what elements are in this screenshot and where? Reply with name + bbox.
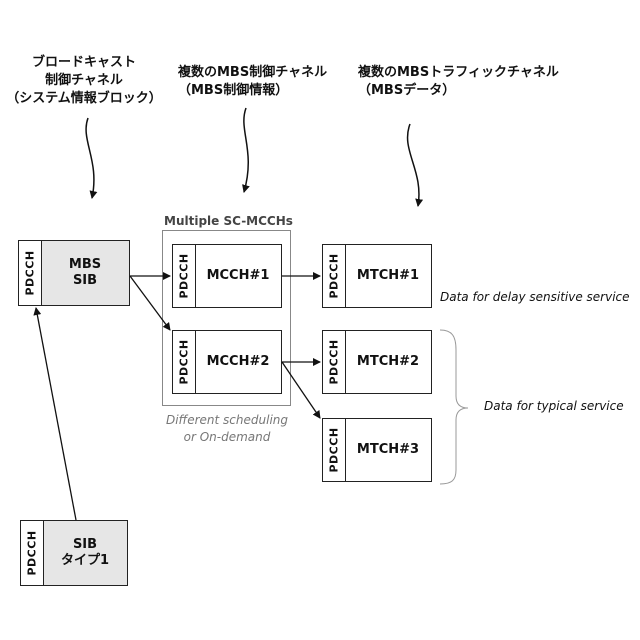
typical-service-bracket [440, 330, 468, 484]
arrow-mcch2-to-mtch3 [282, 362, 320, 418]
mbs-control-pointer-arrow [244, 108, 248, 192]
arrow-mbs-sib-to-mcch2 [130, 276, 170, 330]
arrow-sib1-to-mbs-sib [36, 308, 76, 520]
broadcast-pointer-arrow [86, 118, 94, 198]
mbs-traffic-pointer-arrow [408, 124, 419, 206]
